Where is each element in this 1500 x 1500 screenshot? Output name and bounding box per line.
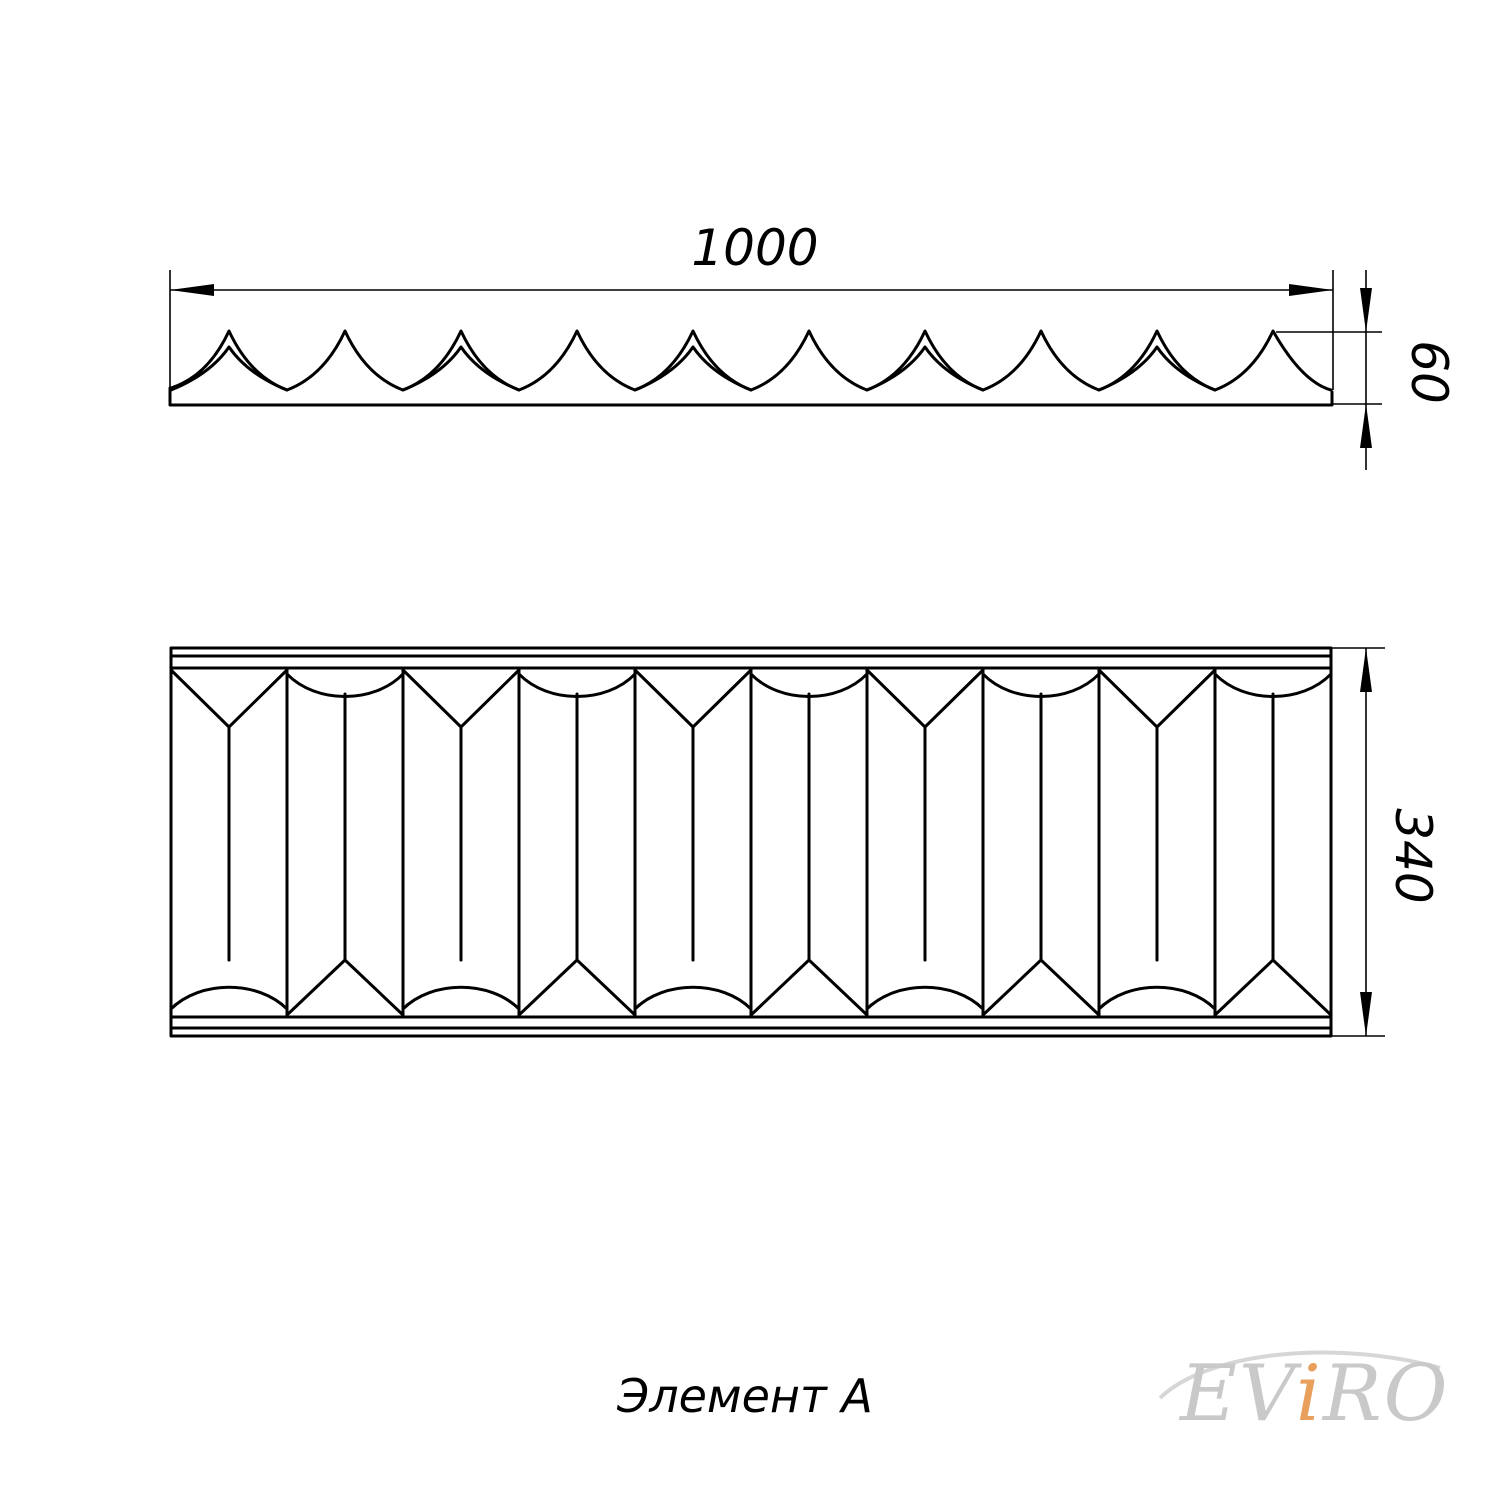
bottom-chevron xyxy=(749,958,869,1017)
inner-crest-line xyxy=(865,345,985,392)
arrow-left xyxy=(170,284,214,296)
bottom-chevron xyxy=(981,958,1101,1017)
plan-pattern xyxy=(169,668,1333,1017)
bottom-chevron xyxy=(285,958,405,1017)
profile-inner-crests xyxy=(169,345,1217,392)
bottom-wave xyxy=(401,985,521,1011)
dimension-height: 60 xyxy=(1276,270,1458,470)
top-chevron xyxy=(1097,668,1217,729)
dimension-length: 1000 xyxy=(169,219,1334,390)
dimension-width: 340 xyxy=(1331,647,1442,1037)
top-chevron xyxy=(865,668,985,729)
inner-crest-line xyxy=(169,345,289,392)
top-chevron xyxy=(169,668,289,729)
arrow-top xyxy=(1360,288,1372,332)
inner-crest-line xyxy=(401,345,521,392)
profile-view xyxy=(168,329,1334,407)
bottom-chevron xyxy=(517,958,637,1017)
bottom-wave xyxy=(1097,985,1217,1011)
arrow-right xyxy=(1289,284,1333,296)
caption: Элемент А xyxy=(616,1369,873,1423)
inner-crest-line xyxy=(1097,345,1217,392)
logo-watermark: EViRO xyxy=(1158,1349,1450,1439)
dimension-width-label: 340 xyxy=(1384,808,1442,903)
arrow-top xyxy=(1360,648,1372,692)
inner-crest-line xyxy=(633,345,753,392)
dimension-height-label: 60 xyxy=(1400,340,1458,404)
profile-wave-outline xyxy=(169,329,1333,392)
arrow-bottom xyxy=(1360,992,1372,1036)
top-chevron xyxy=(401,668,521,729)
plan-outline xyxy=(169,646,1333,1038)
arrow-bottom xyxy=(1360,404,1372,448)
profile-base xyxy=(168,386,1334,407)
top-chevron xyxy=(633,668,753,729)
dimension-length-label: 1000 xyxy=(691,219,818,277)
plan-view xyxy=(169,646,1333,1038)
bottom-chevron xyxy=(1213,958,1333,1017)
logo-text: EViRO xyxy=(1178,1349,1450,1439)
bottom-wave xyxy=(865,985,985,1011)
logo-swoosh xyxy=(1158,1350,1441,1400)
bottom-wave xyxy=(169,985,289,1011)
bottom-wave xyxy=(633,985,753,1011)
